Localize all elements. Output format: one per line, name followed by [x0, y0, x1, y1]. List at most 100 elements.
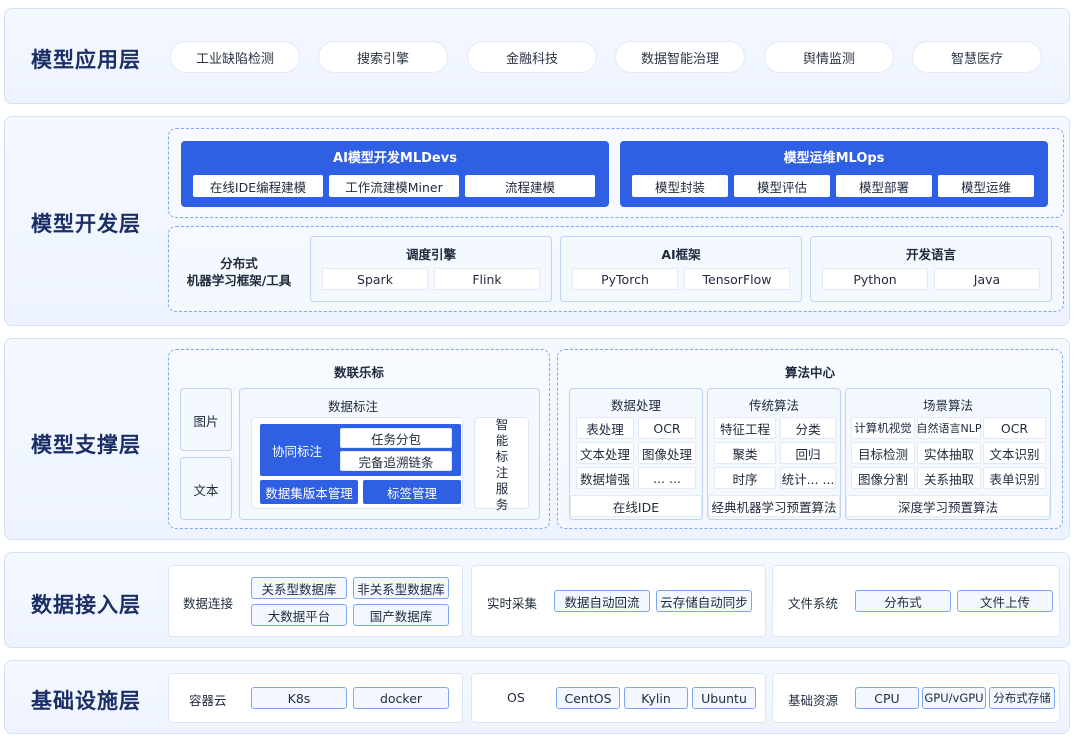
- scene-algo-item[interactable]: 实体抽取: [917, 442, 981, 464]
- traditional-algo-item[interactable]: 统计... ...: [780, 467, 836, 489]
- ai-framework-group: AI框架 PyTorch TensorFlow: [560, 236, 802, 302]
- traditional-algo-item[interactable]: 聚类: [714, 442, 776, 464]
- dev-bottom-group: 分布式 机器学习框架/工具 调度引擎 Spark Flink AI框架 PyTo…: [168, 226, 1064, 312]
- framework-label: 机器学习框架/工具: [186, 273, 292, 288]
- dev-top-group: AI模型开发MLDevs 在线IDE编程建模 工作流建模Miner 流程建模 模…: [168, 128, 1064, 218]
- conn-item[interactable]: 非关系型数据库: [353, 577, 449, 599]
- scene-algo-item[interactable]: 目标检测: [851, 442, 915, 464]
- os-item[interactable]: Ubuntu: [692, 687, 756, 709]
- mlops-title: 模型运维MLOps: [783, 151, 885, 166]
- mlops-item[interactable]: 模型评估: [734, 175, 830, 197]
- scene-algo-item[interactable]: 计算机视觉: [851, 417, 915, 439]
- layer-application: 模型应用层 工业缺陷检测 搜索引擎 金融科技 数据智能治理 舆情监测 智慧医疗: [4, 8, 1070, 104]
- layer-title: 模型支撑层: [31, 433, 141, 457]
- engine-title: 调度引擎: [405, 247, 456, 262]
- container-item[interactable]: docker: [353, 687, 449, 709]
- text-item[interactable]: 文本: [180, 457, 232, 520]
- container-item[interactable]: K8s: [251, 687, 347, 709]
- mlops-item[interactable]: 模型运维: [938, 175, 1034, 197]
- app-item[interactable]: 工业缺陷检测: [170, 41, 300, 73]
- data-connection-group: 数据连接 关系型数据库 非关系型数据库 大数据平台 国产数据库: [168, 565, 463, 637]
- lang-item[interactable]: Java: [934, 268, 1040, 290]
- scene-algo-item[interactable]: OCR: [983, 417, 1046, 439]
- container-label: 容器云: [189, 693, 227, 708]
- fs-item[interactable]: 文件上传: [957, 590, 1053, 612]
- smart-char: 标: [495, 449, 509, 464]
- tag-management-button[interactable]: 标签管理: [363, 480, 461, 504]
- os-label: OS: [507, 690, 525, 705]
- resource-item[interactable]: 分布式存储: [989, 687, 1055, 709]
- app-item[interactable]: 数据智能治理: [615, 41, 745, 73]
- app-item[interactable]: 智慧医疗: [912, 41, 1042, 73]
- engine-item[interactable]: Spark: [322, 268, 428, 290]
- traditional-algo-group: 传统算法 特征工程 分类 聚类 回归 时序 统计... ... 经典机器学习预置…: [707, 388, 841, 520]
- image-item[interactable]: 图片: [180, 388, 232, 451]
- os-item[interactable]: Kylin: [624, 687, 688, 709]
- engine-item[interactable]: Flink: [434, 268, 540, 290]
- app-item[interactable]: 金融科技: [467, 41, 597, 73]
- mldevs-title: AI模型开发MLDevs: [333, 151, 457, 166]
- mldevs-item[interactable]: 流程建模: [465, 175, 595, 197]
- classic-ml-algo[interactable]: 经典机器学习预置算法: [708, 495, 840, 517]
- mlops-item[interactable]: 模型封装: [632, 175, 728, 197]
- layer-ingestion: 数据接入层 数据连接 关系型数据库 非关系型数据库 大数据平台 国产数据库 实时…: [4, 552, 1070, 648]
- resource-item[interactable]: CPU: [855, 687, 919, 709]
- online-ide[interactable]: 在线IDE: [570, 495, 702, 517]
- data-proc-title: 数据处理: [610, 398, 661, 413]
- data-proc-item[interactable]: 文本处理: [576, 442, 634, 464]
- realtime-item[interactable]: 云存储自动同步: [656, 590, 752, 612]
- lang-item[interactable]: Python: [822, 268, 928, 290]
- scene-algo-item[interactable]: 图像分割: [851, 467, 915, 489]
- mlops-item[interactable]: 模型部署: [836, 175, 932, 197]
- conn-item[interactable]: 关系型数据库: [251, 577, 347, 599]
- algo-center-title: 算法中心: [784, 365, 835, 380]
- layer-development: 模型开发层 AI模型开发MLDevs 在线IDE编程建模 工作流建模Miner …: [4, 116, 1070, 326]
- mldevs-panel: AI模型开发MLDevs 在线IDE编程建模 工作流建模Miner 流程建模: [181, 141, 609, 207]
- layer-title: 数据接入层: [31, 593, 141, 617]
- mldevs-item[interactable]: 工作流建模Miner: [329, 175, 459, 197]
- annotation-group: 数据标注 协同标注 任务分包 完备追溯链条 数据集版本管理 标签管理 智 能 标…: [239, 388, 540, 520]
- scene-algo-title: 场景算法: [922, 398, 973, 413]
- file-system-label: 文件系统: [788, 596, 839, 611]
- data-proc-item[interactable]: 图像处理: [638, 442, 696, 464]
- scene-algo-item[interactable]: 文本识别: [983, 442, 1046, 464]
- scene-algo-item[interactable]: 表单识别: [983, 467, 1046, 489]
- traditional-algo-item[interactable]: 分类: [780, 417, 836, 439]
- smart-annotation-service[interactable]: 智 能 标 注 服 务: [474, 417, 529, 512]
- realtime-item[interactable]: 数据自动回流: [554, 590, 650, 612]
- deep-learning-algo[interactable]: 深度学习预置算法: [846, 495, 1050, 517]
- os-item[interactable]: CentOS: [556, 687, 620, 709]
- smart-char: 注: [495, 465, 509, 480]
- collab-item[interactable]: 完备追溯链条: [340, 451, 452, 471]
- data-proc-item[interactable]: 数据增强: [576, 467, 634, 489]
- app-item[interactable]: 搜索引擎: [318, 41, 448, 73]
- ai-framework-item[interactable]: PyTorch: [572, 268, 678, 290]
- data-proc-item[interactable]: ... ...: [638, 467, 696, 489]
- conn-item[interactable]: 国产数据库: [353, 604, 449, 626]
- resource-item[interactable]: GPU/vGPU: [922, 687, 986, 709]
- smart-char: 智: [495, 417, 509, 432]
- conn-item[interactable]: 大数据平台: [251, 604, 347, 626]
- data-proc-item[interactable]: OCR: [638, 417, 696, 439]
- traditional-algo-item[interactable]: 特征工程: [714, 417, 776, 439]
- ai-framework-title: AI框架: [661, 247, 701, 262]
- smart-char: 服: [495, 481, 509, 496]
- smart-char: 能: [495, 433, 509, 448]
- engine-group: 调度引擎 Spark Flink: [310, 236, 552, 302]
- collab-item[interactable]: 任务分包: [340, 428, 452, 448]
- realtime-label: 实时采集: [487, 596, 538, 611]
- scene-algo-item[interactable]: 关系抽取: [917, 467, 981, 489]
- app-item[interactable]: 舆情监测: [764, 41, 894, 73]
- dataset-version-button[interactable]: 数据集版本管理: [260, 480, 358, 504]
- fs-item[interactable]: 分布式: [855, 590, 951, 612]
- scene-algo-item[interactable]: 自然语言NLP: [917, 417, 982, 439]
- traditional-algo-item[interactable]: 回归: [780, 442, 836, 464]
- image-label: 图片: [193, 414, 219, 429]
- os-group: OS CentOS Kylin Ubuntu: [471, 673, 766, 723]
- data-proc-item[interactable]: 表处理: [576, 417, 634, 439]
- ai-framework-item[interactable]: TensorFlow: [684, 268, 790, 290]
- framework-label: 分布式: [220, 256, 258, 271]
- mldevs-item[interactable]: 在线IDE编程建模: [193, 175, 323, 197]
- lang-title: 开发语言: [905, 247, 956, 262]
- traditional-algo-item[interactable]: 时序: [714, 467, 776, 489]
